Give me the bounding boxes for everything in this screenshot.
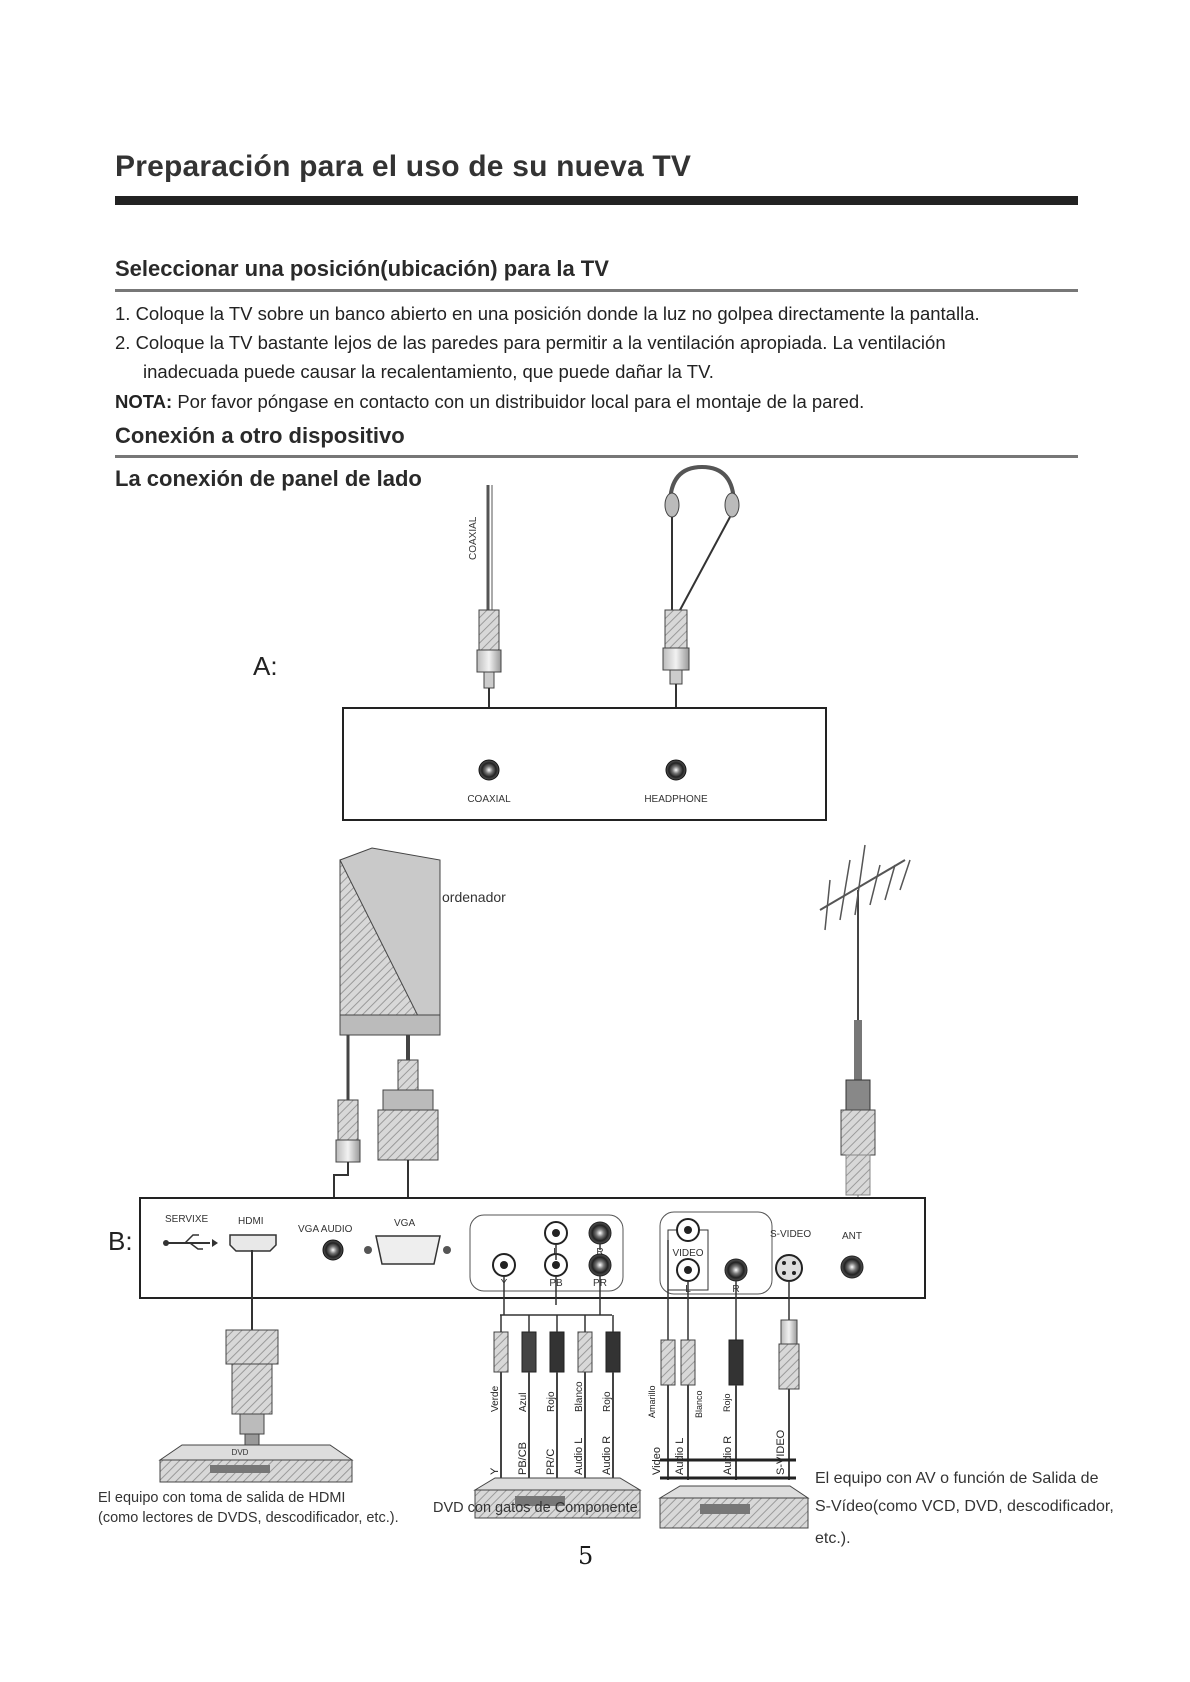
instruction-item-2: 2. Coloque la TV bastante lejos de las p… xyxy=(115,332,946,353)
hdmi-port xyxy=(229,1234,277,1252)
component-cables: Verde Azul Rojo Blanco Rojo Y PB/CB PR/C… xyxy=(489,1244,621,1482)
vga-port xyxy=(375,1235,441,1265)
cable-label-y: Y xyxy=(489,1467,501,1475)
headphone-port-label: HEADPHONE xyxy=(644,794,708,805)
caption-hdmi-line1: El equipo con toma de salida de HDMI xyxy=(98,1490,346,1506)
cable-label-av-audio-l: Audio L xyxy=(674,1438,686,1475)
cable-color-azul: Azul xyxy=(518,1393,529,1412)
vga-cable xyxy=(377,1035,439,1230)
computer-label: ordenador xyxy=(442,889,506,905)
title-rule xyxy=(115,196,1078,205)
section-title-connection: Conexión a otro dispositivo xyxy=(115,423,405,448)
cable-label-svideo: S-VIDEO xyxy=(775,1429,787,1475)
cable-color-amarillo: Amarillo xyxy=(647,1385,657,1418)
vga-audio-port-label: VGA AUDIO xyxy=(298,1224,353,1235)
diagram-b-label: B: xyxy=(108,1226,133,1256)
av-port-group xyxy=(659,1211,773,1295)
cable-color-verde: Verde xyxy=(490,1385,501,1412)
ant-port-label: ANT xyxy=(842,1231,862,1242)
coaxial-cable-label: COAXIAL xyxy=(468,516,479,560)
cable-color-blanco: Blanco xyxy=(574,1381,585,1412)
caption-hdmi-line2: (como lectores de DVDS, descodificador, … xyxy=(98,1510,399,1526)
headphones-icon xyxy=(662,464,740,750)
cable-color-rojo: Rojo xyxy=(546,1391,557,1412)
caption-av-line3: etc.). xyxy=(815,1530,851,1547)
connection-diagram: A: COAXIAL COAXIAL HEADPHONE ordenador xyxy=(108,464,926,1529)
coaxial-port xyxy=(478,759,500,781)
hdmi-cable xyxy=(225,1250,279,1460)
video-label: VIDEO xyxy=(672,1248,703,1259)
component-port-group xyxy=(469,1214,624,1292)
instruction-item-1: 1. Coloque la TV sobre un banco abierto … xyxy=(115,303,980,324)
ant-port xyxy=(840,1255,864,1279)
computer-icon xyxy=(339,847,441,1036)
service-port-label: SERVIXE xyxy=(165,1214,208,1225)
cable-color-rojo-av: Rojo xyxy=(722,1393,732,1412)
svideo-port xyxy=(775,1254,803,1282)
hdmi-dvd-player: DVD xyxy=(158,1444,354,1483)
side-panel-a xyxy=(342,707,827,821)
dvd-badge: DVD xyxy=(232,1448,249,1457)
page-title: Preparación para el uso de su nueva TV xyxy=(115,150,692,183)
instruction-item-2-continued: inadecuada puede causar la recalentamien… xyxy=(143,361,714,382)
av-cables: Amarillo Blanco Rojo Video Audio L Audio… xyxy=(647,1240,800,1480)
vga-port-label: VGA xyxy=(394,1218,415,1229)
section-title-position: Seleccionar una posición(ubicación) para… xyxy=(115,256,609,281)
svideo-port-label: S-VIDEO xyxy=(770,1229,811,1240)
coaxial-port-label: COAXIAL xyxy=(467,794,511,805)
section-rule xyxy=(115,455,1078,458)
note-label: NOTA: xyxy=(115,391,173,412)
cable-label-pb: PB/CB xyxy=(517,1442,529,1475)
vga-audio-port xyxy=(322,1239,344,1261)
vga-audio-cable xyxy=(333,1035,361,1230)
av-dvd-player xyxy=(658,1485,810,1529)
page-number: 5 xyxy=(578,1542,594,1570)
usb-icon xyxy=(163,1234,218,1250)
cable-color-blanco-av: Blanco xyxy=(694,1390,704,1418)
diagram-a-label: A: xyxy=(253,651,278,681)
audio-r-label: R xyxy=(596,1247,603,1258)
caption-av-line1: El equipo con AV o función de Salida de xyxy=(815,1470,1099,1487)
cable-label-audio-r: Audio R xyxy=(601,1436,613,1475)
section-rule xyxy=(115,289,1078,292)
caption-av-line2: S-Vídeo(como VCD, DVD, descodificador, xyxy=(815,1498,1114,1515)
note: NOTA: Por favor póngase en contacto con … xyxy=(115,386,864,418)
component-dvd-player xyxy=(473,1477,642,1519)
cable-label-video: Video xyxy=(651,1447,663,1475)
note-text: Por favor póngase en contacto con un dis… xyxy=(172,391,865,412)
section-title-side-panel: La conexión de panel de lado xyxy=(115,466,422,491)
cable-label-pr: PR/C xyxy=(545,1449,557,1475)
cable-label-av-audio-r: Audio R xyxy=(722,1436,734,1475)
antenna-icon xyxy=(819,844,911,1230)
cable-color-rojo-2: Rojo xyxy=(602,1391,613,1412)
hdmi-port-label: HDMI xyxy=(238,1216,264,1227)
headphone-port xyxy=(665,759,687,781)
caption-component-dvd: DVD con gatos de Componente xyxy=(433,1500,638,1516)
cable-label-audio-l: Audio L xyxy=(573,1438,585,1475)
